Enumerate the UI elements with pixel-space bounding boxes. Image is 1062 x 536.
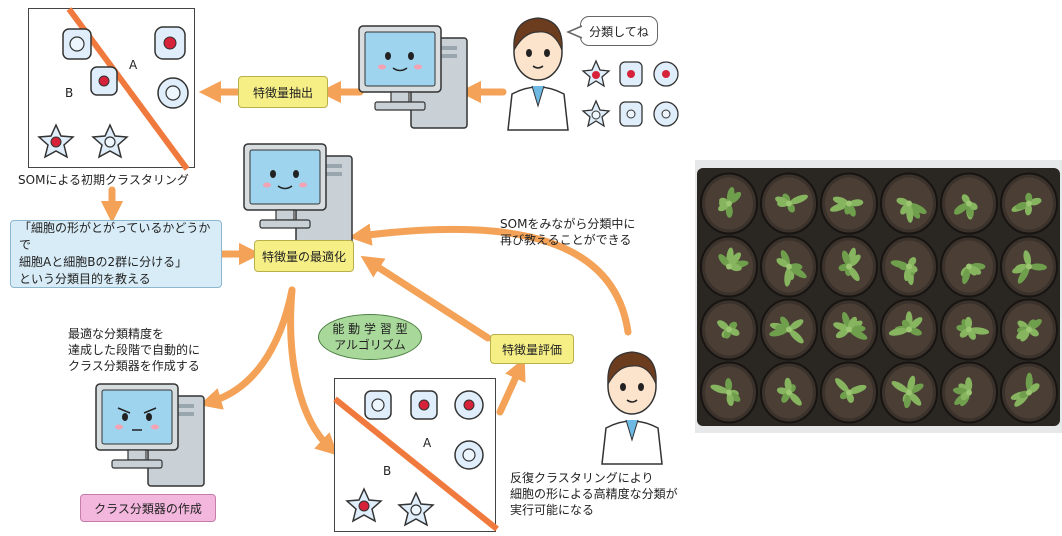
- feature-extraction-box: 特徴量抽出: [238, 76, 328, 108]
- plant-pot: [820, 172, 878, 235]
- plant-pot: [700, 172, 758, 235]
- cell-a-square-icon: [62, 28, 92, 60]
- cluster-a-label: A: [129, 58, 138, 72]
- plant-pot: [820, 298, 878, 361]
- classifier-creation-box: クラス分類器の作成: [80, 494, 216, 522]
- active-learning-oval: 能 動 学 習 型 アルゴリズム: [318, 314, 422, 360]
- plant-pot: [880, 172, 938, 235]
- plant-tray-photo: [695, 160, 1062, 433]
- cell-sample-star-icon: [581, 99, 611, 128]
- teaching-line-2: 細胞Aと細胞Bの2群に分ける」: [19, 255, 188, 269]
- plant-pot: [760, 298, 818, 361]
- refined-cluster-panel: A B: [333, 378, 499, 532]
- som-reteach-text: SOMをみながら分類中に 再び教えることができる: [500, 216, 635, 248]
- plant-pot: [700, 298, 758, 361]
- cell-sample-square-icon: [619, 101, 643, 127]
- plant-pot: [940, 235, 998, 298]
- refined-cluster-a-label: A: [423, 436, 432, 450]
- auto-classifier-line-2: 達成した段階で自動的に: [68, 343, 201, 357]
- cluster-b-label: B: [65, 86, 74, 100]
- computer-center-icon: [243, 143, 353, 247]
- cell-sample-round-red-icon: [653, 61, 679, 87]
- plant-pot: [700, 361, 758, 424]
- plant-pot: [880, 361, 938, 424]
- refined-cell-square-red-icon: [410, 390, 438, 420]
- refined-cell-square-1-icon: [364, 390, 392, 420]
- iterative-line-2: 細胞の形による高精度な分類が: [510, 487, 678, 501]
- plant-pot: [880, 298, 938, 361]
- auto-classifier-line-1: 最適な分類精度を: [68, 327, 165, 341]
- som-initial-clustering-label: SOMによる初期クラスタリング: [18, 173, 189, 187]
- arrow-scientist-to-optimization: [348, 223, 632, 336]
- cell-b-star-red-icon: [37, 123, 75, 159]
- cell-a-red-nucleus-icon: [154, 26, 186, 60]
- refined-cell-star-red-icon: [345, 487, 383, 523]
- plant-pot: [760, 172, 818, 235]
- computer-bottom-icon: [95, 383, 205, 487]
- iterative-line-3: 実行可能になる: [510, 503, 595, 517]
- active-learning-line-1: 能 動 学 習 型: [332, 322, 408, 336]
- refined-divider-line: [333, 396, 499, 532]
- teaching-line-3: という分類目的を教える: [19, 272, 151, 286]
- plant-tray-image: [695, 160, 1062, 433]
- cell-b-star-icon: [91, 123, 129, 159]
- cell-sample-round-icon: [653, 101, 679, 127]
- arrow-bottom-panel-to-evaluation: [496, 357, 526, 416]
- plant-pot: [940, 172, 998, 235]
- teaching-line-1: 「細胞の形がとがっているかどうかで: [19, 221, 211, 252]
- speech-bubble-tail: [566, 25, 583, 39]
- plant-pot: [940, 298, 998, 361]
- initial-cluster-panel: A B: [28, 7, 195, 171]
- plant-pot: [700, 235, 758, 298]
- cell-a-square-red-icon: [90, 66, 118, 96]
- plant-pot: [1000, 361, 1058, 424]
- cell-sample-star-red-icon: [581, 59, 611, 88]
- feature-evaluation-box: 特徴量評価: [490, 334, 574, 364]
- iterative-line-1: 反復クラスタリングにより: [510, 471, 654, 485]
- som-reteach-line-1: SOMをみながら分類中に: [500, 217, 636, 231]
- plant-pot: [820, 235, 878, 298]
- plant-pot: [1000, 172, 1058, 235]
- auto-classifier-line-3: クラス分類器を作成する: [68, 359, 200, 373]
- plant-pot: [1000, 298, 1058, 361]
- arrow-optimization-to-classifier: [199, 286, 296, 410]
- feature-optimization-box: 特徴量の最適化: [254, 240, 354, 272]
- computer-top-icon: [358, 25, 468, 129]
- plant-pot: [760, 361, 818, 424]
- cell-sample-square-red-icon: [619, 61, 643, 87]
- scientist-top-icon: [507, 17, 569, 131]
- som-reteach-line-2: 再び教えることができる: [500, 233, 632, 247]
- plant-pot: [760, 235, 818, 298]
- scientist-bottom-icon: [601, 351, 663, 465]
- arrow-optimization-to-bottom-panel: [287, 286, 339, 456]
- refined-cell-round-icon: [454, 440, 484, 470]
- iterative-clustering-text: 反復クラスタリングにより 細胞の形による高精度な分類が 実行可能になる: [510, 470, 678, 518]
- active-learning-line-2: アルゴリズム: [334, 338, 406, 352]
- auto-classifier-text: 最適な分類精度を 達成した段階で自動的に クラス分類器を作成する: [68, 326, 200, 374]
- plant-pot: [940, 361, 998, 424]
- plant-pot: [820, 361, 878, 424]
- plant-pot: [880, 235, 938, 298]
- plant-pot: [1000, 235, 1058, 298]
- cell-a-round-icon: [157, 77, 189, 109]
- speech-bubble: 分類してね: [580, 16, 658, 46]
- refined-cell-round-red-icon: [454, 390, 484, 420]
- refined-cell-star-icon: [397, 491, 435, 527]
- arrow-evaluation-to-optimization: [360, 255, 492, 342]
- refined-cluster-b-label: B: [383, 464, 392, 478]
- teaching-objective-box: 「細胞の形がとがっているかどうかで 細胞Aと細胞Bの2群に分ける」 という分類目…: [10, 220, 222, 288]
